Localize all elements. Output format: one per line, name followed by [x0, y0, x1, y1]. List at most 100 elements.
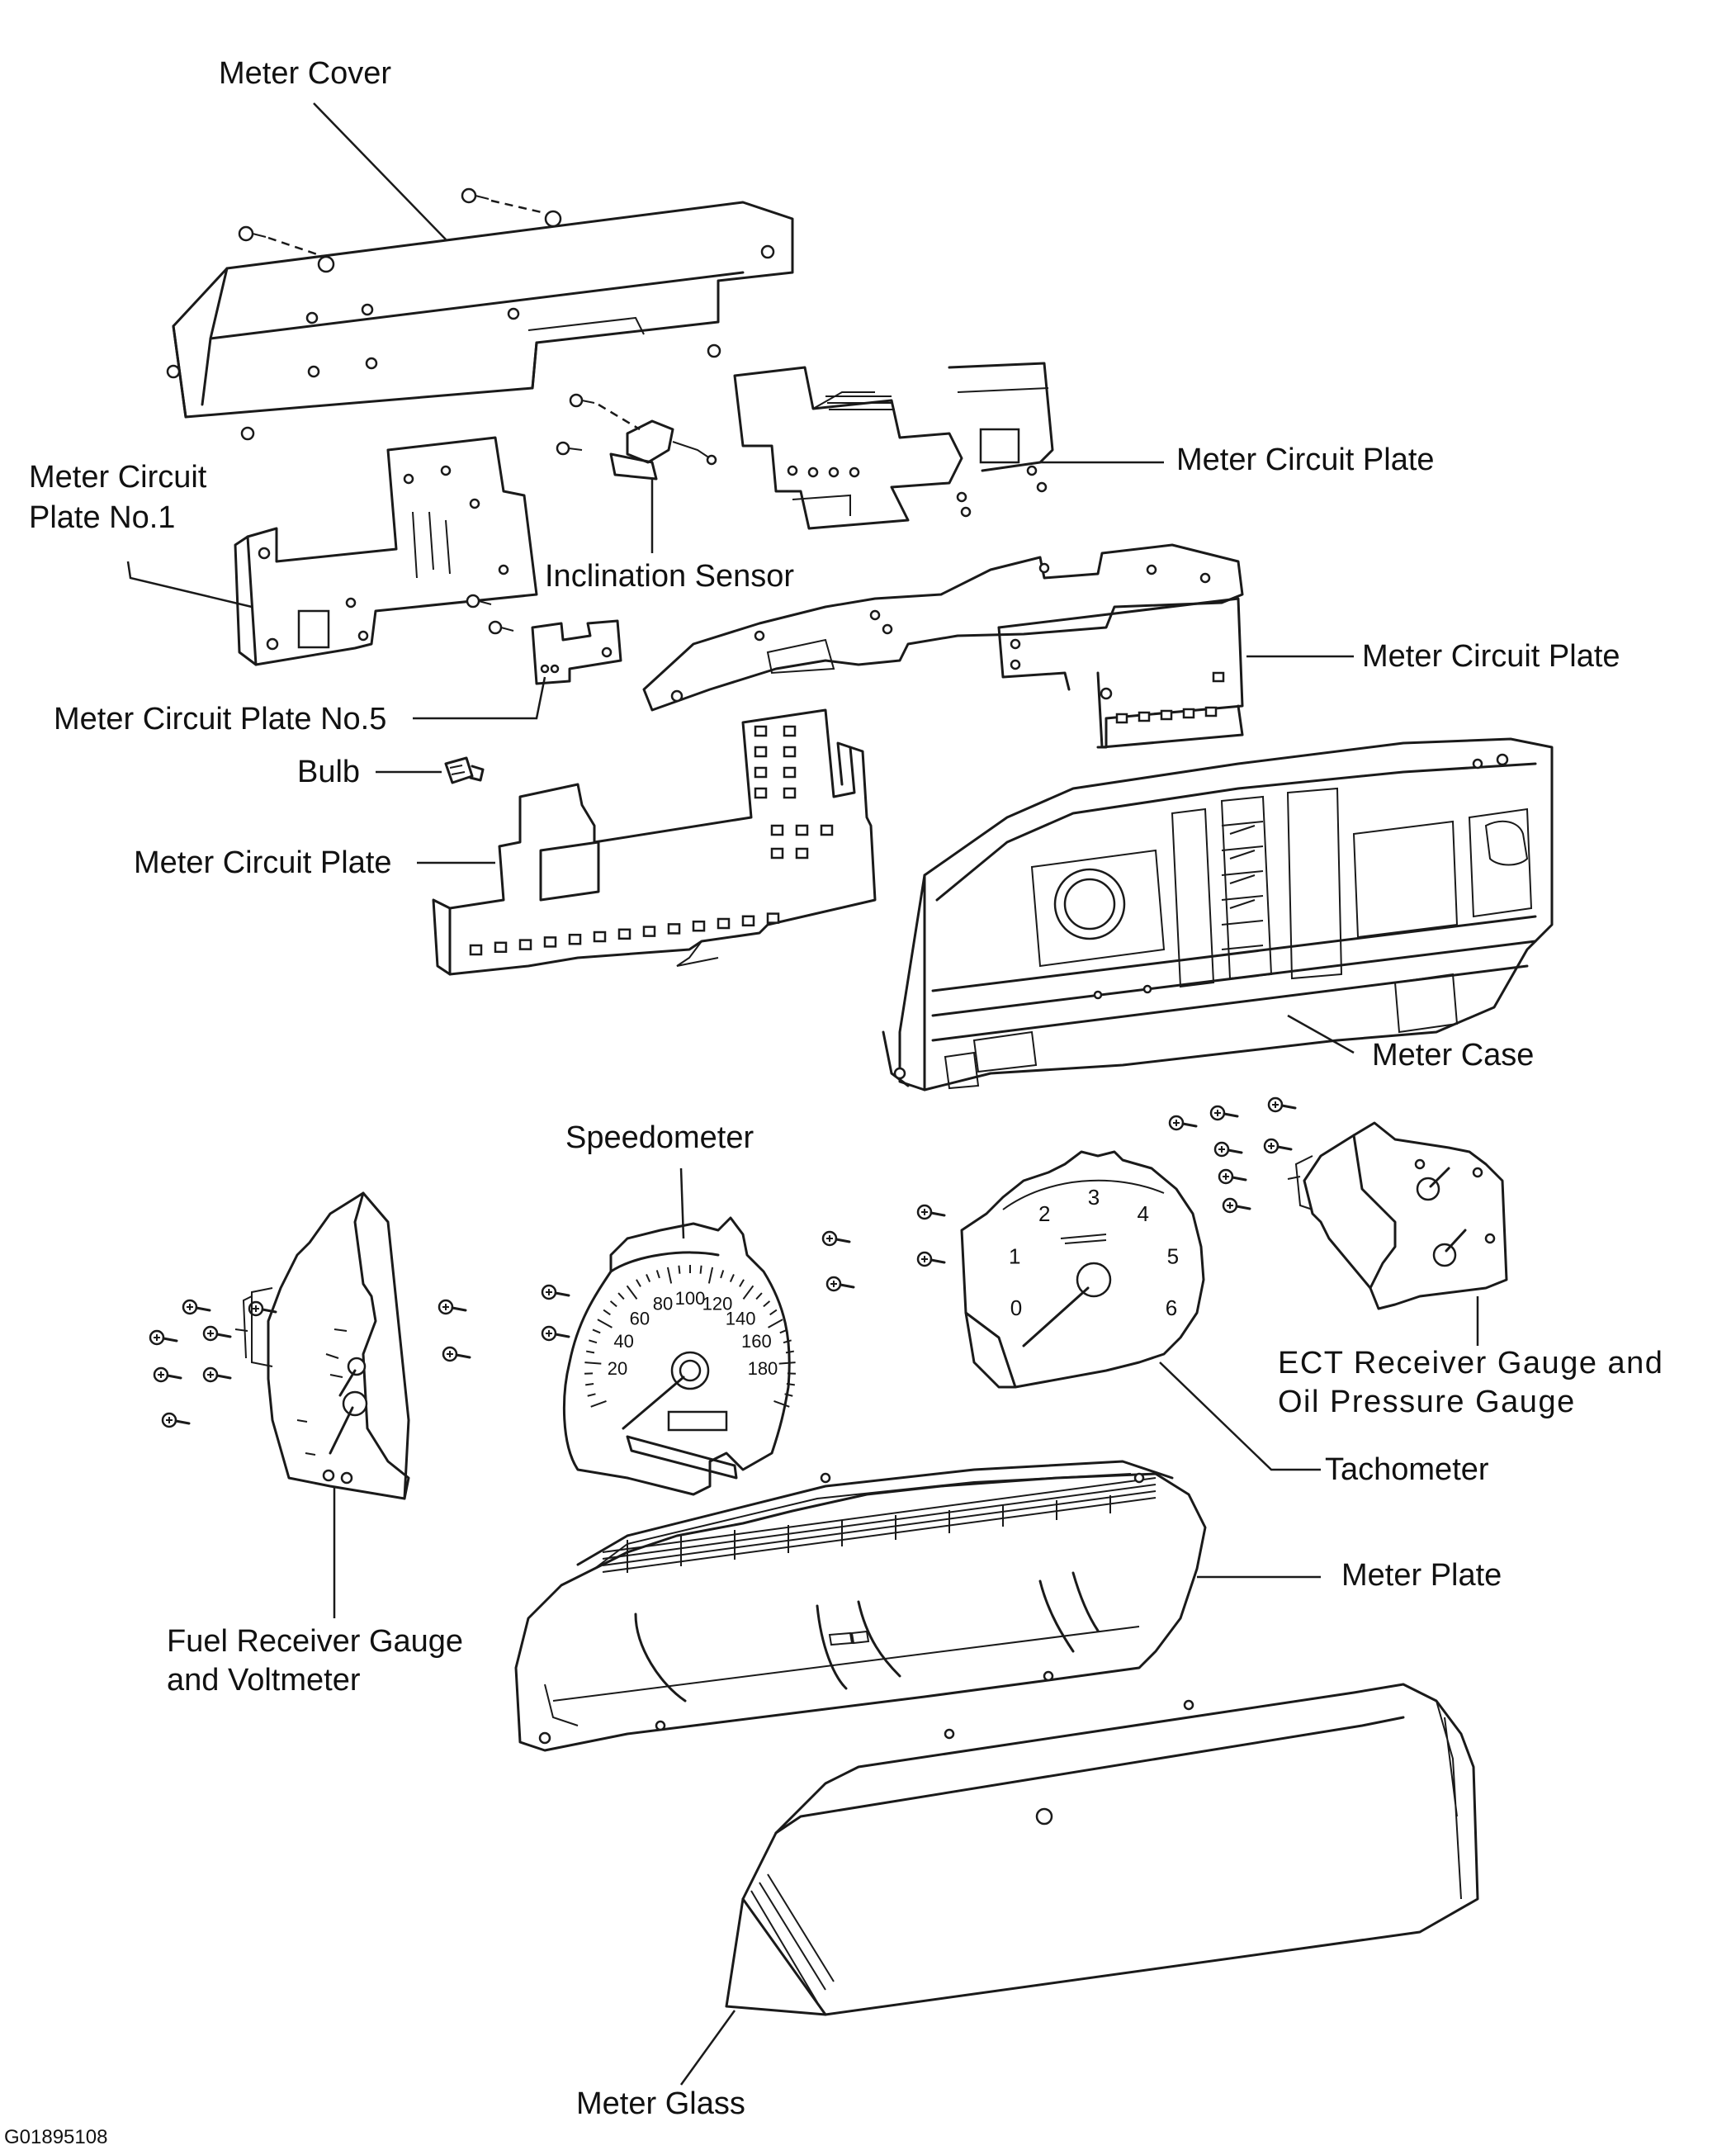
tachometer-scale-number: 0: [1010, 1295, 1022, 1320]
inclination-sensor-part: [556, 393, 717, 481]
screw-icon: [1168, 1115, 1198, 1131]
meter-circuit-plate-top-part: [733, 362, 1054, 530]
dial-tick: [590, 1399, 607, 1408]
dial-tick: [655, 1270, 660, 1279]
tachometer-scale-number: 6: [1166, 1295, 1177, 1320]
label-fuel-gauge-line1: Fuel Receiver Gauge: [167, 1624, 464, 1659]
screw-icon: [916, 1204, 946, 1220]
label-fuel-gauge-line2: and Voltmeter: [167, 1663, 361, 1698]
dial-tick: [666, 1267, 673, 1284]
speedometer-scale-number: 60: [630, 1309, 650, 1329]
screw-icon: [153, 1366, 182, 1383]
dial-tick: [773, 1399, 790, 1408]
speedometer-screws: [541, 1230, 855, 1342]
plate-hole: [783, 766, 797, 779]
leader-lines: [126, 102, 1479, 2086]
dial-tick: [585, 1350, 595, 1354]
plate-hole: [741, 915, 755, 927]
plate-hole: [770, 847, 784, 860]
plate-hole: [783, 725, 797, 737]
dial-tick: [729, 1274, 735, 1282]
plate-hole: [494, 941, 508, 954]
plate-hole: [770, 824, 784, 836]
speedometer-scale-number: 80: [653, 1293, 673, 1314]
plate-hole: [783, 787, 797, 799]
ect-oil-gauge-part: [1287, 1121, 1508, 1310]
label-ect-gauge-line2: Oil Pressure Gauge: [1278, 1385, 1576, 1419]
dial-tick: [783, 1339, 792, 1344]
fuel-gauge-screws: [149, 1299, 471, 1428]
plate-hole: [518, 939, 532, 950]
dial-tick: [636, 1279, 641, 1287]
dial-tick: [779, 1328, 788, 1334]
plate-hole: [642, 926, 656, 937]
screw-icon: [161, 1412, 191, 1428]
speedometer-scale-number: 20: [608, 1358, 627, 1379]
plate-hole: [469, 944, 483, 956]
grid-line: [602, 1490, 1157, 1566]
dial-tick: [720, 1270, 725, 1279]
plate-hole: [593, 931, 607, 943]
meter-circuit-plate-no5-part: [466, 594, 622, 685]
plate-hole: [568, 933, 582, 945]
plate-hole: [766, 912, 780, 924]
speedometer-scale-number: 180: [748, 1358, 778, 1379]
dial-tick: [584, 1362, 602, 1365]
speedometer-scale-number: 140: [726, 1309, 756, 1329]
plate-hole: [754, 766, 768, 779]
tachometer-scale-number: 5: [1167, 1243, 1179, 1268]
plate-hole: [754, 787, 768, 799]
dial-tick: [587, 1393, 596, 1397]
screw-icon: [1267, 1096, 1297, 1113]
label-meter-circuit-plate-no1-line2: Plate No.1: [29, 500, 176, 535]
dial-tick: [768, 1319, 783, 1328]
dial-tick: [739, 1279, 745, 1287]
dial-tick: [778, 1362, 796, 1365]
speedometer-scale-number: 40: [613, 1331, 633, 1352]
speedometer-scale-number: 120: [702, 1293, 733, 1314]
plate-hole: [543, 936, 557, 948]
dial-tick: [609, 1300, 617, 1308]
meter-circuit-plate-right-part: [642, 543, 1244, 749]
label-meter-glass: Meter Glass: [576, 2086, 745, 2121]
dial-tick: [699, 1265, 702, 1274]
tachometer-scale-number: 2: [1038, 1201, 1050, 1226]
plate-hole: [795, 847, 809, 860]
dial-tick: [707, 1267, 714, 1284]
meter-case-part: [882, 737, 1554, 1092]
fuel-receiver-gauge-part: [234, 1191, 410, 1500]
screw-icon: [916, 1251, 946, 1267]
screw-icon: [825, 1276, 855, 1292]
meter-circuit-plate-left-part: [432, 708, 877, 976]
dial-tick: [589, 1339, 598, 1344]
label-meter-circuit-plate-no5: Meter Circuit Plate No.5: [54, 702, 387, 736]
label-meter-circuit-plate-no1-line1: Meter Circuit: [29, 460, 207, 495]
plate-hole: [754, 725, 768, 737]
bulb-part: [444, 756, 485, 784]
tachometer-screws: [916, 1204, 946, 1267]
label-ect-gauge-line1: ECT Receiver Gauge and: [1278, 1346, 1664, 1380]
label-meter-case: Meter Case: [1372, 1038, 1535, 1073]
meter-glass-part: [725, 1683, 1479, 2016]
dial-tick: [786, 1382, 795, 1386]
dial-tick: [769, 1309, 778, 1316]
plate-hole: [717, 917, 731, 930]
plate-hole: [617, 928, 631, 940]
label-bulb: Bulb: [297, 755, 361, 789]
screw-icon: [1218, 1168, 1247, 1185]
screw-icon: [182, 1299, 211, 1315]
grid-line: [602, 1497, 1157, 1573]
dial-tick: [646, 1274, 651, 1282]
dial-tick: [626, 1285, 638, 1300]
label-meter-circuit-plate-right: Meter Circuit Plate: [1362, 639, 1620, 674]
screw-icon: [541, 1325, 570, 1342]
screw-icon: [1222, 1197, 1251, 1214]
label-meter-cover: Meter Cover: [219, 56, 392, 91]
plate-hole: [783, 746, 797, 758]
dial-tick: [763, 1300, 771, 1308]
plate-hole: [692, 920, 706, 932]
dial-tick: [585, 1382, 594, 1386]
label-inclination-sensor: Inclination Sensor: [545, 559, 795, 594]
